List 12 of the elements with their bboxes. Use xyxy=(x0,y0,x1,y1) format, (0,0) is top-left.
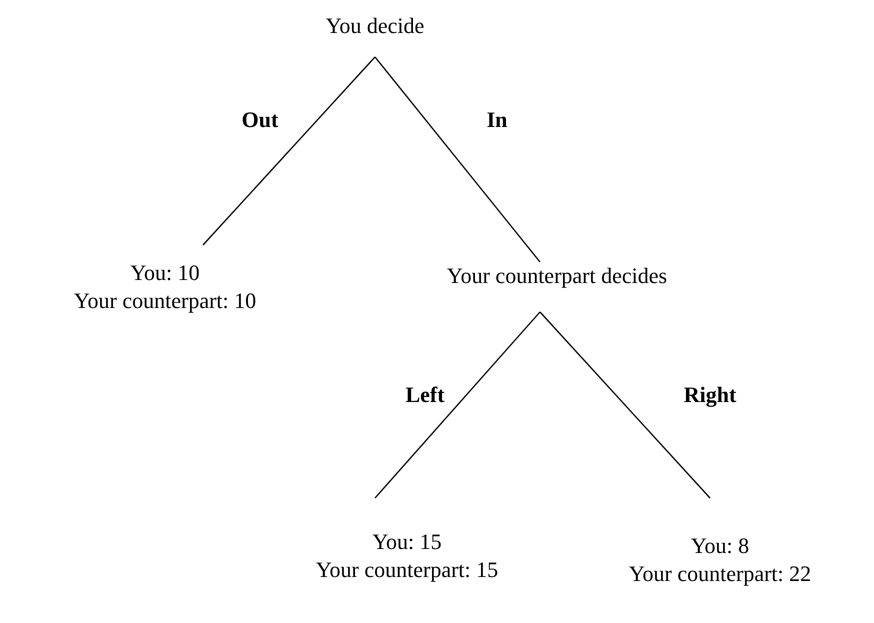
payoff-text: You: 10 xyxy=(130,259,200,287)
payoff-text: Your counterpart: 22 xyxy=(628,560,812,588)
payoff-text: You: 8 xyxy=(690,532,750,560)
decision-label: Your counterpart decides xyxy=(446,262,668,290)
payoff-text: Your counterpart: 10 xyxy=(74,287,256,315)
payoff-text: Your counterpart: 15 xyxy=(316,556,498,584)
payoff-text: You: 15 xyxy=(372,528,442,556)
tree-branch-line xyxy=(374,312,540,498)
tree-branch-line xyxy=(374,56,540,262)
tree-branch-line xyxy=(540,312,710,498)
decision-label: You decide xyxy=(326,12,424,40)
tree-branch-line xyxy=(202,56,376,246)
